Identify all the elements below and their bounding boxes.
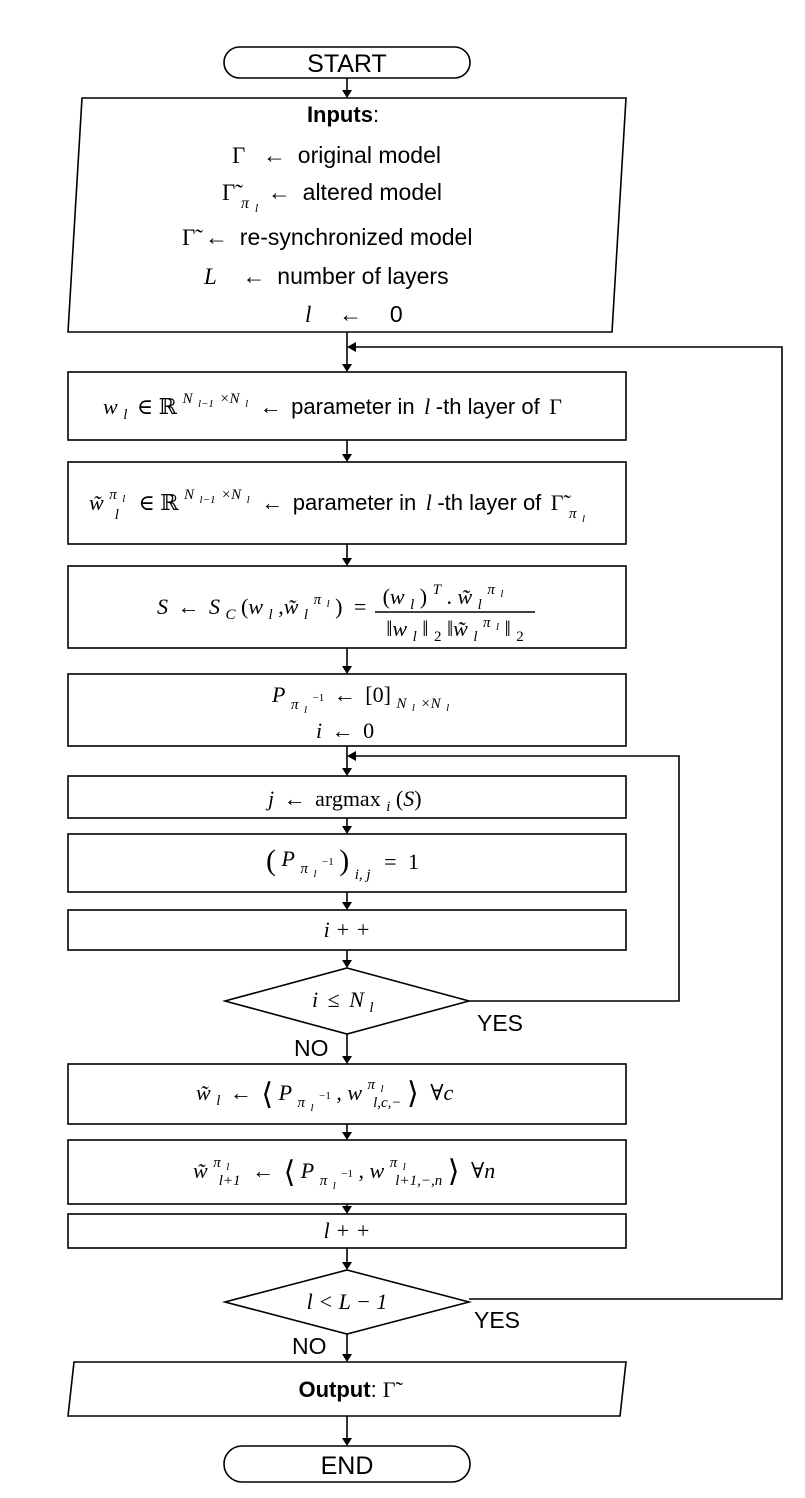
- decision-i-cond: i ≤ N l: [312, 987, 374, 1016]
- connectors: [342, 78, 783, 1446]
- step-i-increment: [67, 909, 627, 951]
- loop-outer: [355, 346, 783, 1300]
- step-pij-text: ( P π l −1 ) i, j = 1: [266, 844, 419, 884]
- arrowhead: [342, 558, 352, 566]
- arrowhead: [342, 960, 352, 968]
- arrowhead: [342, 1132, 352, 1140]
- loop-inner: [355, 755, 680, 1002]
- decision-i-no: NO: [294, 1035, 329, 1061]
- input-gamma-resync: Γ̃ ← re-synchronized model: [182, 224, 472, 250]
- step-wl-update: [67, 1063, 627, 1125]
- step-s-numerator: (w l ) T . w̃ l π l: [383, 574, 504, 614]
- step-j-text: j ← argmax i (S): [265, 786, 422, 816]
- step-i-init-text: i ← 0: [316, 718, 374, 743]
- step-wl1-update: [67, 1139, 627, 1205]
- arrowhead: [342, 1262, 352, 1270]
- end-label: END: [321, 1452, 374, 1480]
- step-similarity: [67, 565, 627, 649]
- arrowhead: [342, 1206, 352, 1214]
- arrowhead: [342, 364, 352, 372]
- input-gamma-altered: Γ̃ π l ← altered model: [222, 179, 442, 217]
- input-layers: L ← number of layers: [203, 263, 449, 289]
- arrowhead: [342, 454, 352, 462]
- arrowhead: [342, 1056, 352, 1064]
- step-wl-text: w̃ l ← ⟨ P π l −1 , w π l l,c,− ⟩ ∀c: [196, 1069, 454, 1116]
- output-parallelogram: [67, 1361, 627, 1417]
- inputs-parallelogram: [67, 97, 627, 333]
- step-wl1-text: w̃ π l l+1 ← ⟨ P π l −1 , w π l l+1,−,n …: [193, 1147, 495, 1194]
- step-p-text: P π l −1 ← [0] N l ×N l: [271, 681, 449, 718]
- inputs-title: Inputs:: [307, 102, 379, 127]
- step-linc-text: l + +: [324, 1218, 371, 1243]
- decision-i-le-n: [221, 967, 473, 1035]
- step-s-lhs: S ← S C (w l ,w̃ l π l ) =: [157, 584, 366, 624]
- step-l-increment: [67, 1213, 627, 1249]
- arrowhead: [342, 902, 352, 910]
- arrowhead: [342, 768, 352, 776]
- step-w-param: [67, 371, 627, 441]
- decision-l-no: NO: [292, 1333, 327, 1359]
- arrowhead: [347, 751, 356, 761]
- arrowhead: [342, 1354, 352, 1362]
- step-p-init: [67, 673, 627, 747]
- start-terminal: [223, 46, 471, 79]
- step-s-denominator: ‖w l ‖ 2 ‖w̃ l π l ‖ 2: [386, 607, 524, 646]
- decision-i-yes: YES: [477, 1010, 523, 1036]
- input-l-init: l ← 0: [305, 301, 403, 327]
- step-p-set: [67, 833, 627, 893]
- input-gamma: Γ ← original model: [232, 142, 441, 168]
- arrowhead: [342, 826, 352, 834]
- step-argmax: [67, 775, 627, 819]
- arrowhead: [347, 342, 356, 352]
- output-text: Output: Γ̃: [298, 1377, 403, 1402]
- step-wt-param: [67, 461, 627, 545]
- arrowhead: [342, 1438, 352, 1446]
- decision-l-cond: l < L − 1: [307, 1289, 388, 1314]
- arrowhead: [342, 666, 352, 674]
- step-w-text: w l ∈ ℝ N l−1 ×N l ← parameter in l -th …: [103, 383, 562, 424]
- end-terminal: [223, 1445, 471, 1483]
- arrowhead: [342, 90, 352, 98]
- step-wt-text: w̃ π l l ∈ ℝ N l−1 ×N l ← parameter in l…: [89, 479, 585, 525]
- step-iinc-text: i + +: [324, 917, 371, 942]
- decision-l-lt-L: [221, 1269, 473, 1335]
- decision-l-yes: YES: [474, 1307, 520, 1333]
- start-label: START: [307, 50, 387, 78]
